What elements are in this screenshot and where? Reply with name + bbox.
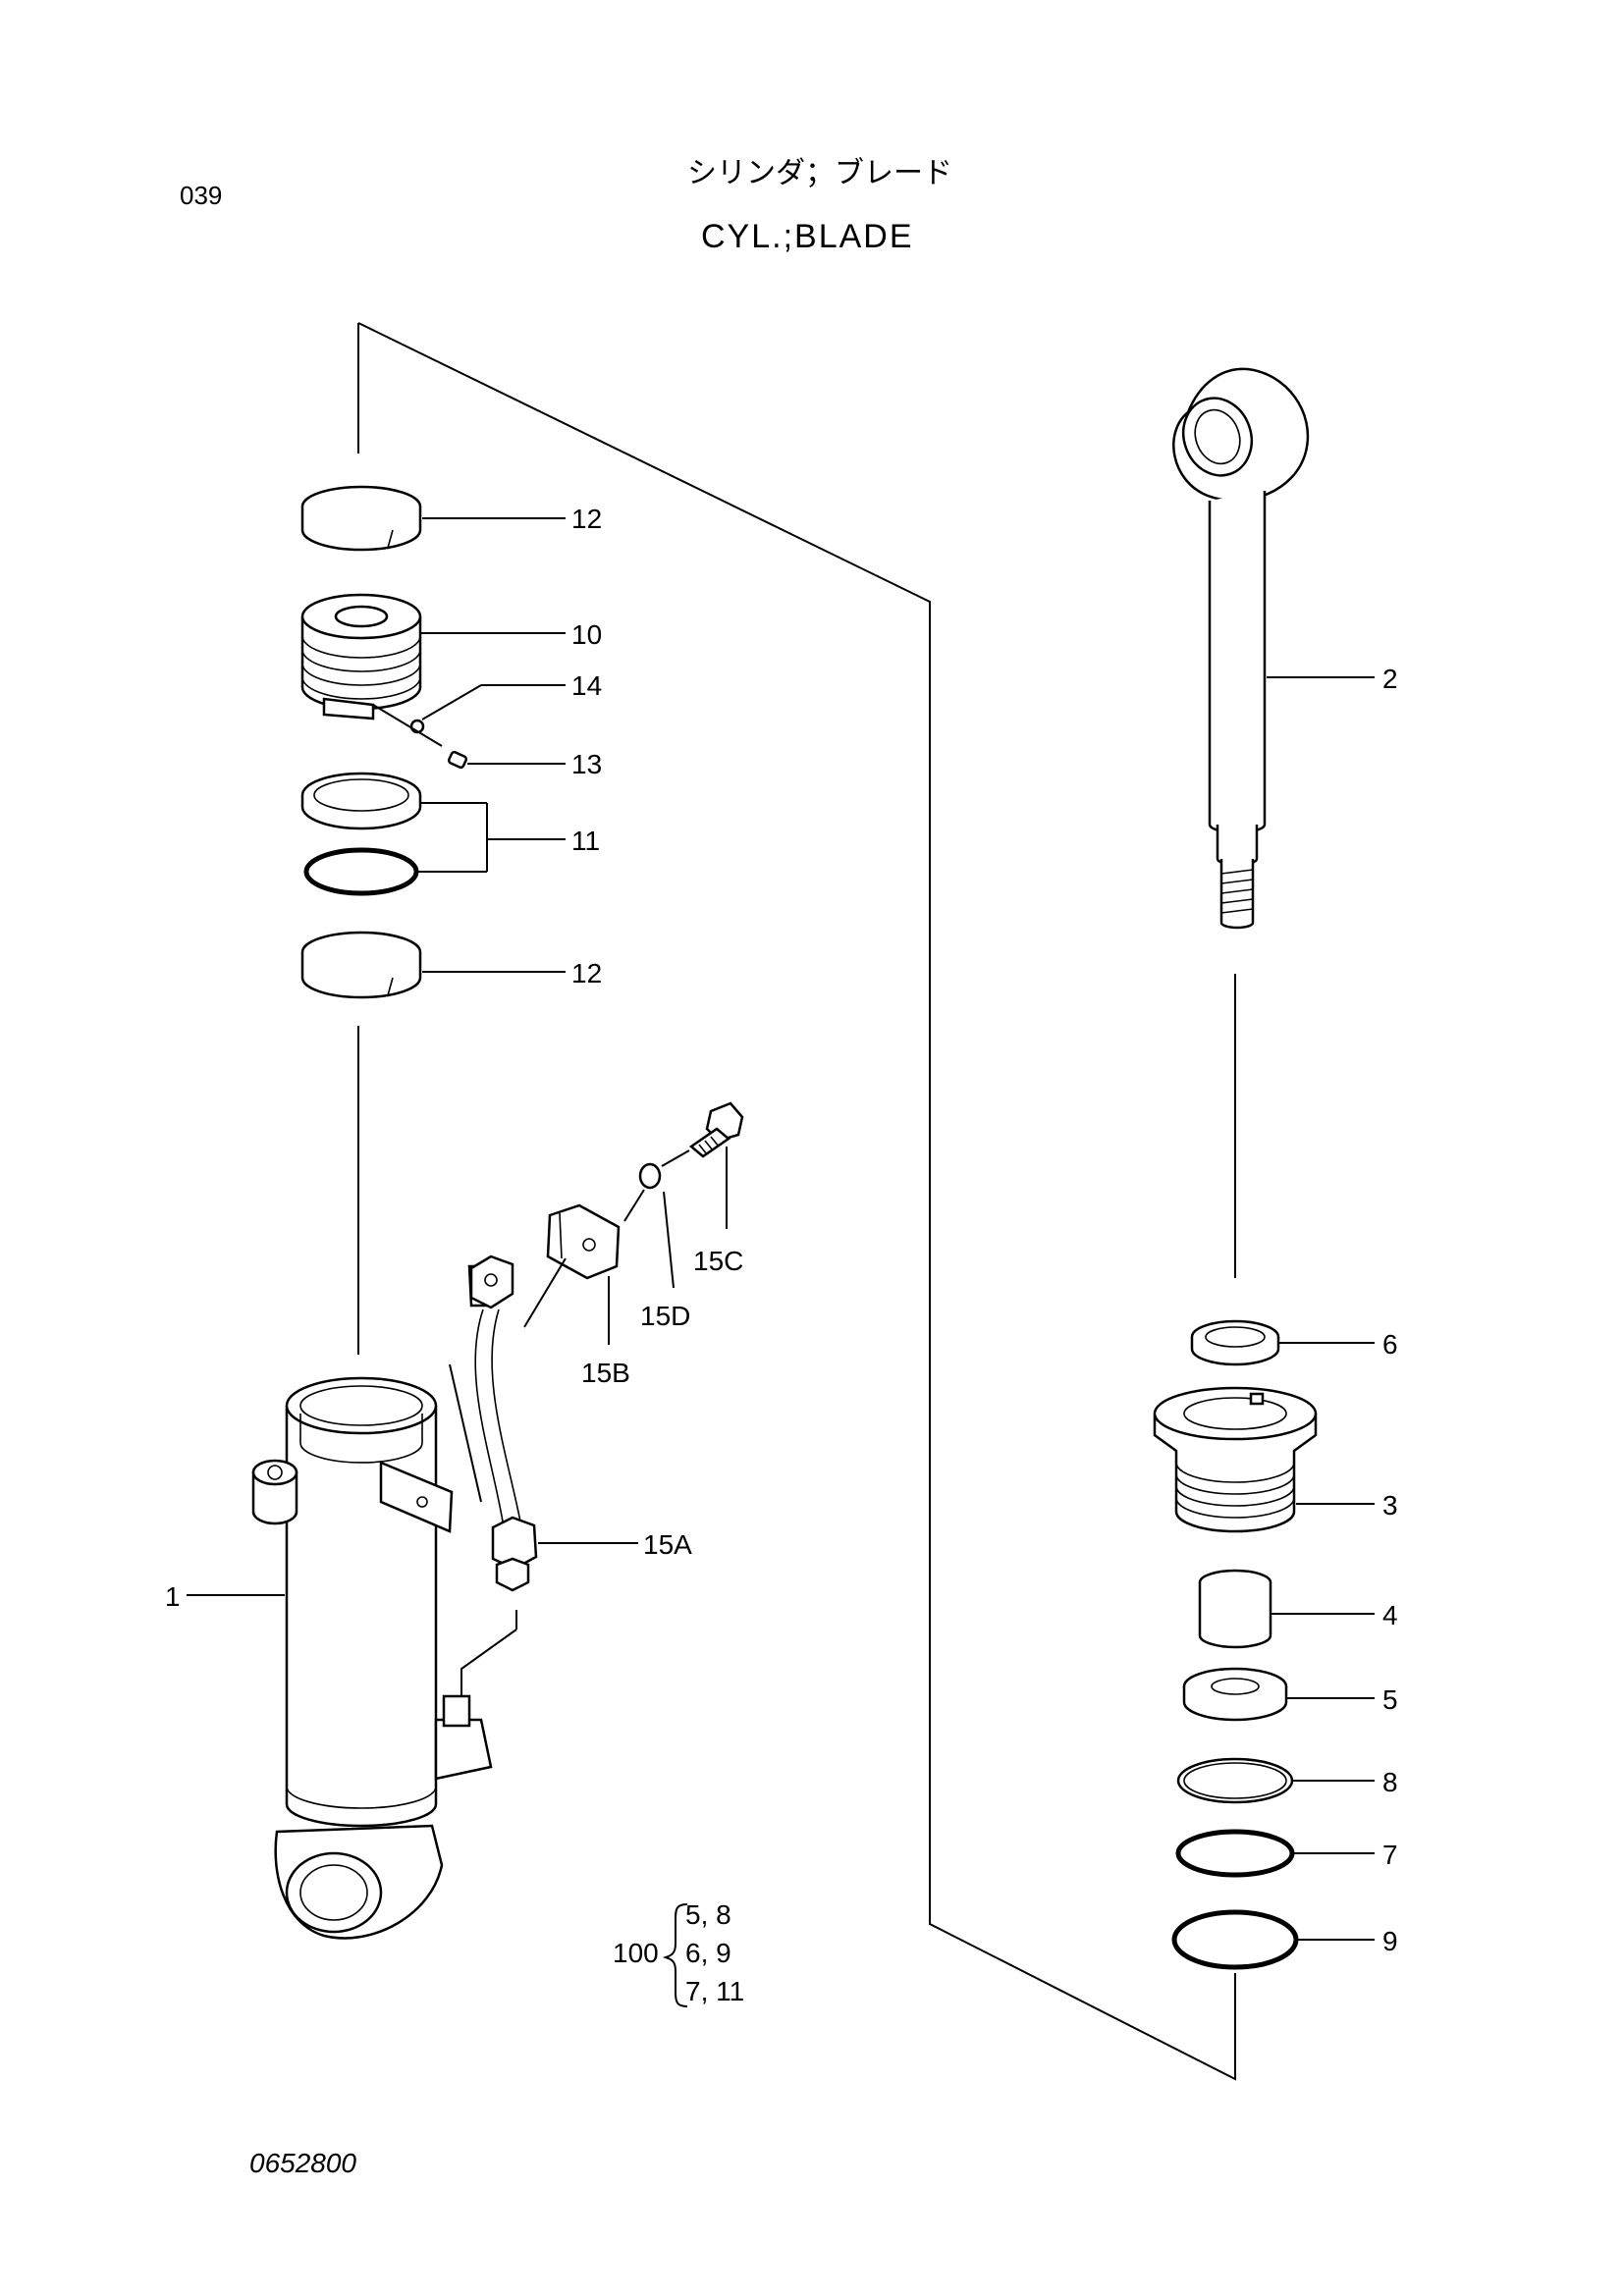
callout-12-bottom: 12 (571, 958, 602, 988)
pipe-route-line (460, 1629, 517, 1696)
seal-kit-table: 100 5, 8 6, 9 7, 11 (613, 1899, 744, 2007)
callout-6: 6 (1382, 1329, 1398, 1360)
callout-8: 8 (1382, 1767, 1398, 1797)
drawing-number: 0652800 (249, 2148, 356, 2178)
callout-1: 1 (165, 1581, 181, 1612)
callout-4: 4 (1382, 1600, 1398, 1630)
washer (638, 1162, 662, 1190)
o-ring-7 (1175, 1829, 1295, 1878)
piston (300, 593, 422, 721)
pipe-assembly (467, 1255, 538, 1592)
piston-seal (300, 772, 422, 830)
wear-ring-top (300, 485, 422, 552)
frame-line-upper (357, 322, 1236, 2081)
callout-15B: 15B (581, 1358, 630, 1388)
kit-number: 100 (613, 1938, 659, 1968)
leader-15D (663, 1191, 675, 1289)
callout-7: 7 (1382, 1840, 1398, 1870)
callout-14: 14 (571, 670, 602, 701)
callout-10: 10 (571, 619, 602, 650)
piston-rod (1172, 367, 1310, 930)
clamp-to-pipe-line (523, 1257, 567, 1328)
clamp (546, 1203, 621, 1280)
title-english: CYL.;BLADE (701, 218, 914, 255)
callout-11: 11 (571, 826, 600, 856)
bushing (1198, 1569, 1272, 1649)
bolt-to-washer-line (661, 1149, 690, 1167)
kit-row-2: 6, 9 (685, 1938, 731, 1968)
kit-row-3: 7, 11 (685, 1976, 744, 2006)
page-number: 039 (180, 181, 222, 210)
dust-seal (1190, 1319, 1280, 1366)
callout-15C: 15C (693, 1246, 743, 1276)
callout-9: 9 (1382, 1926, 1398, 1956)
leader-14 (421, 684, 482, 721)
backup-ring-inner (1183, 1762, 1287, 1799)
callout-15D: 15D (640, 1301, 690, 1331)
backup-ring (1176, 1757, 1294, 1804)
o-ring-11 (303, 847, 419, 896)
kit-row-1: 5, 8 (685, 1899, 731, 1930)
callout-5: 5 (1382, 1684, 1398, 1715)
callout-13: 13 (571, 749, 602, 779)
pipe-upper-route (449, 1363, 482, 1503)
cylinder-tube (251, 1376, 493, 1940)
title-japanese: シリンダ；ブレード (687, 157, 952, 189)
callout-2: 2 (1382, 664, 1398, 694)
o-ring-9 (1171, 1909, 1299, 1970)
callout-15A: 15A (643, 1529, 692, 1560)
callout-3: 3 (1382, 1490, 1398, 1521)
cylinder-head (1153, 1386, 1318, 1533)
washer-to-clamp-line (623, 1189, 645, 1222)
set-screw (447, 750, 468, 770)
callout-12-top: 12 (571, 504, 602, 534)
rod-seal (1182, 1667, 1288, 1722)
leader-14-a (372, 704, 443, 747)
kit-brace (662, 1903, 688, 2007)
wear-ring-bottom (300, 931, 422, 999)
bolt (688, 1101, 744, 1158)
